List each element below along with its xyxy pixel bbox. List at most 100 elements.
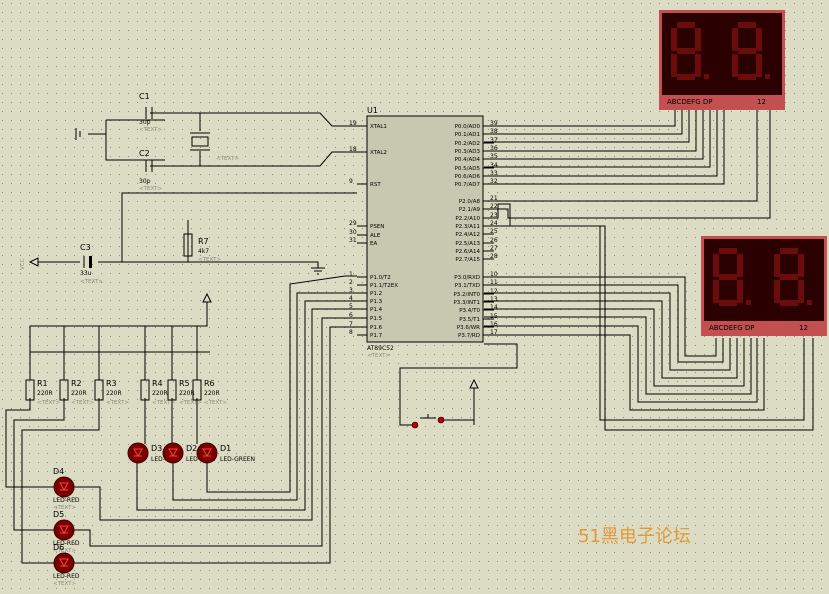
mcu-pin-label: XTAL2	[370, 150, 387, 156]
r7-ref: R7	[198, 237, 209, 246]
led-body	[127, 442, 149, 464]
led-ref: D3	[151, 444, 162, 453]
resistor-ref: R5	[179, 379, 190, 388]
resistor-value: 220R	[106, 390, 122, 397]
segment-dp	[765, 74, 770, 79]
capacitor-c2[interactable]: C2 30p <TEXT>	[139, 149, 162, 192]
mcu-ref: U1	[367, 106, 378, 115]
capacitor-c1[interactable]: C1 30p <TEXT>	[139, 92, 162, 133]
segment	[719, 248, 737, 254]
crystal-x1[interactable]: <TEXT>	[190, 132, 239, 162]
mcu-pin-label: P2.5/A13	[455, 241, 480, 247]
segment	[737, 280, 743, 303]
led-value: LED-RED	[53, 540, 80, 547]
mcu-pin-label: P0.5/AD5	[455, 166, 481, 172]
mcu-pin-label: RST	[370, 182, 381, 188]
segment	[798, 280, 804, 303]
mcu-pin-label: P1.7	[370, 333, 383, 339]
display-digit-labels: 12	[799, 324, 808, 332]
mcu-pin-number: 24	[490, 220, 498, 227]
led-value: LED-RED	[53, 497, 80, 504]
mcu-pin-number: 39	[490, 120, 498, 127]
mcu-pin-number: 15	[490, 313, 498, 320]
mcu-pin-label: P1.5	[370, 316, 383, 322]
mcu-pin-number: 18	[349, 146, 357, 153]
mcu-pin-number: 29	[349, 220, 357, 227]
mcu-pin-label: P3.5/T1	[459, 317, 480, 323]
led-value: LED-RED	[53, 573, 80, 580]
led-text: <TEXT>	[53, 505, 76, 511]
led-column: D4LED-RED<TEXT>D5LED-RED<TEXT>D6LED-RED<…	[53, 467, 80, 587]
c1-ref: C1	[139, 92, 150, 101]
resistor-bank: R1220R<TEXT>R2220R<TEXT>R3220R<TEXT>R422…	[25, 379, 227, 406]
mcu-pin-number: 14	[490, 304, 498, 311]
segment	[713, 280, 719, 303]
resistor-r7[interactable]: R7 4k7 <TEXT>	[183, 233, 221, 263]
resistor-ref: R6	[204, 379, 215, 388]
segment	[695, 54, 701, 77]
reset-button[interactable]	[411, 416, 445, 429]
mcu-pin-number: 3	[349, 287, 353, 294]
segment	[732, 28, 738, 51]
segment	[677, 22, 695, 28]
mcu-pin-label: P3.7/RD	[458, 333, 480, 339]
resistor-ref: R2	[71, 379, 82, 388]
segment	[780, 300, 798, 306]
led-body	[162, 442, 184, 464]
crystal-body	[191, 136, 209, 147]
mcu-pin-label: P0.3/AD3	[455, 149, 481, 155]
mcu-pin-number: 13	[490, 296, 498, 303]
mcu-pin-label: P3.2/INT0	[453, 292, 480, 298]
mcu-pin-label: P1.0/T2	[370, 275, 391, 281]
segment	[677, 48, 695, 54]
capacitor-c3[interactable]: C3 33u <TEXT>	[80, 243, 103, 285]
c1-text: <TEXT>	[139, 127, 162, 133]
mcu-pin-label: EA	[370, 241, 377, 247]
resistor-ref: R4	[152, 379, 163, 388]
resistor-text: <TEXT>	[106, 400, 129, 406]
led-body	[53, 476, 75, 498]
mcu-pin-number: 12	[490, 288, 498, 295]
segment	[732, 54, 738, 77]
segment	[695, 28, 701, 51]
button-terminal-b	[437, 416, 445, 424]
resistor-value: 220R	[179, 390, 195, 397]
mcu-pin-number: 37	[490, 137, 498, 144]
led-diode-icon	[168, 448, 178, 458]
segment	[756, 54, 762, 77]
power-arrow-icon-2	[469, 378, 479, 389]
mcu-pin-label: P3.0/RXD	[454, 275, 480, 281]
led-ref: D2	[186, 444, 197, 453]
segment	[738, 48, 756, 54]
resistor-body	[192, 379, 202, 401]
mcu-pin-label: P3.6/WR	[457, 325, 480, 331]
resistor-ref: R1	[37, 379, 48, 388]
segment	[719, 300, 737, 306]
vcc-terminal[interactable]: VCC	[20, 257, 39, 270]
mcu-pin-label: P3.1/TXD	[455, 283, 480, 289]
c3-text: <TEXT>	[80, 279, 103, 285]
mcu-pin-number: 4	[349, 295, 353, 302]
led-value: LED-RED	[151, 456, 178, 463]
mcu-pin-label: P1.2	[370, 291, 382, 297]
mcu-pin-label: P2.0/A8	[459, 199, 481, 205]
vcc-arrow-icon	[28, 257, 39, 267]
mcu-pin-number: 11	[490, 279, 498, 286]
mcu-text: <TEXT>	[367, 353, 390, 359]
mcu-pin-number: 35	[490, 153, 498, 160]
